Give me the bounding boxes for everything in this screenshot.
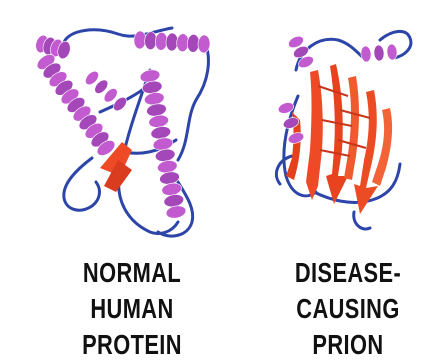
prion-beta-strand-3 (344, 76, 359, 180)
prion-helix-top-right-turn (386, 44, 397, 61)
prion-caption: DISEASE- CAUSING PRION (290, 255, 407, 363)
normal-helix-left-long (34, 51, 117, 158)
prion-helix-left-turn (287, 131, 305, 146)
normal-helix-right-long (139, 68, 187, 220)
normal-caption-line-2: HUMAN (74, 291, 191, 327)
prion-caption-line-3: PRION (290, 327, 407, 363)
normal-caption-line-1: NORMAL (74, 255, 191, 291)
normal-helix-mid (83, 69, 129, 114)
prion-protein-structure (276, 31, 410, 229)
normal-protein-structure (34, 28, 211, 236)
prion-caption-line-2: CAUSING (290, 291, 407, 327)
prion-caption-line-1: DISEASE- (290, 255, 407, 291)
normal-caption-line-3: PROTEIN (74, 327, 191, 363)
prion-helix-top-right (360, 44, 397, 63)
prion-helix-left (277, 101, 305, 146)
prion-beta-strand-1 (306, 70, 323, 200)
prion-helix-top-right-turn (360, 46, 371, 63)
normal-helix-top-right (133, 31, 210, 54)
prion-helix-top-left (287, 34, 316, 70)
normal-protein-caption: NORMAL HUMAN PROTEIN (74, 255, 191, 363)
prion-helix-top-right-turn (373, 45, 384, 62)
prion-beta-strand-2 (326, 64, 348, 204)
